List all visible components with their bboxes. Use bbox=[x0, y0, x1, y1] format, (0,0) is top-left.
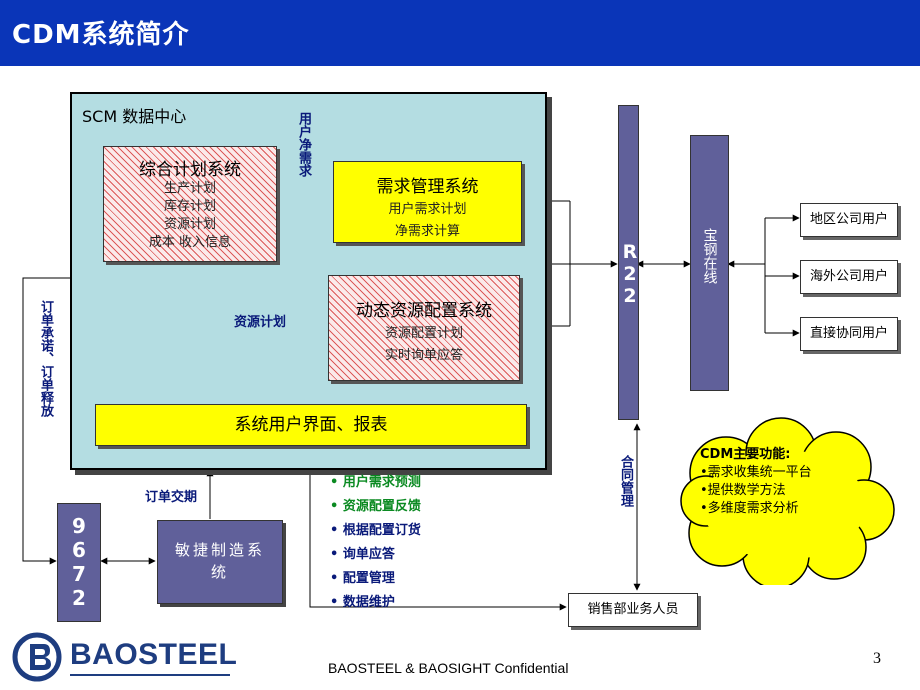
regional-company-user[interactable]: 地区公司用户 bbox=[800, 203, 898, 237]
cdm-function-item: •多维度需求分析 bbox=[700, 501, 799, 516]
order-commit-arrow bbox=[22, 277, 70, 565]
baosteel-online-label: 宝钢在线 bbox=[701, 228, 718, 284]
direct-collaboration-user[interactable]: 直接协同用户 bbox=[800, 317, 898, 351]
function-item: • 询单应答 bbox=[330, 547, 395, 562]
r22-label: R22 bbox=[619, 241, 641, 307]
integrated-planning-system[interactable]: 综合计划系统 生产计划 库存计划 资源计划 成本 收入信息 bbox=[103, 146, 277, 262]
function-item: • 数据维护 bbox=[330, 595, 395, 610]
ui-sales-link bbox=[306, 451, 567, 611]
function-item: • 用户需求预测 bbox=[330, 475, 421, 490]
integrated-planning-item: 资源计划 bbox=[163, 217, 216, 232]
cdm-functions-title: CDM主要功能: bbox=[700, 447, 791, 462]
dynamic-resource-allocation-system[interactable]: 动态资源配置系统 资源配置计划 实时询单应答 bbox=[328, 275, 520, 381]
contract-management-label: 合同管理 bbox=[618, 455, 633, 507]
mainframe-9672[interactable]: 9672 bbox=[57, 503, 101, 622]
demand-management-title: 需求管理系统 bbox=[376, 177, 479, 197]
baosteel-logo-text: BAOSTEEL bbox=[70, 638, 238, 671]
dynamic-resource-item: 资源配置计划 bbox=[384, 326, 463, 341]
sales-staff[interactable]: 销售部业务人员 bbox=[568, 593, 698, 627]
order-commit-label: 订单承诺、订单释放 bbox=[38, 300, 53, 417]
function-item: • 资源配置反馈 bbox=[330, 499, 421, 514]
cdm-functions: CDM主要功能: •需求收集统一平台 •提供数学方法 •多维度需求分析 bbox=[700, 446, 860, 518]
cdm-function-item: •提供数学方法 bbox=[700, 483, 786, 498]
integrated-planning-item: 生产计划 bbox=[163, 181, 216, 196]
agile-manufacturing-label: 敏捷制造系统 bbox=[175, 541, 266, 581]
logo-underline bbox=[70, 674, 230, 676]
function-item: • 根据配置订货 bbox=[330, 523, 421, 538]
order-due-label: 订单交期 bbox=[145, 490, 198, 505]
demand-management-system[interactable]: 需求管理系统 用户需求计划 净需求计算 bbox=[333, 161, 522, 243]
function-list: • 用户需求预测 • 资源配置反馈 • 根据配置订货 • 询单应答 • 配置管理… bbox=[330, 470, 421, 614]
scm-label: SCM 数据中心 bbox=[82, 107, 187, 126]
cdm-function-item: •需求收集统一平台 bbox=[700, 465, 812, 480]
cloud-shape bbox=[680, 417, 895, 585]
demand-management-item: 用户需求计划 bbox=[388, 202, 467, 217]
dynamic-resource-item: 实时询单应答 bbox=[384, 348, 463, 363]
dynamic-resource-title: 动态资源配置系统 bbox=[356, 301, 492, 321]
integrated-planning-title: 综合计划系统 bbox=[139, 160, 241, 180]
agile-manufacturing-system[interactable]: 敏捷制造系统 bbox=[157, 520, 283, 604]
page-title: CDM系统简介 bbox=[12, 20, 190, 50]
page-number: 3 bbox=[873, 650, 881, 667]
net-demand-label: 用户净需求 bbox=[296, 112, 311, 177]
mainframe-9672-label: 9672 bbox=[67, 514, 91, 610]
r22-server[interactable]: R22 bbox=[618, 105, 641, 420]
user-interface-reports-label: 系统用户界面、报表 bbox=[234, 415, 388, 435]
demand-management-item: 净需求计算 bbox=[394, 224, 460, 239]
integrated-planning-item: 库存计划 bbox=[163, 199, 216, 214]
user-interface-reports-bar[interactable]: 系统用户界面、报表 bbox=[95, 404, 527, 446]
title-bar bbox=[0, 0, 920, 66]
resource-plan-label: 资源计划 bbox=[234, 315, 287, 330]
footer-confidential: BAOSTEEL & BAOSIGHT Confidential bbox=[328, 660, 569, 676]
function-item: • 配置管理 bbox=[330, 571, 395, 586]
baosteel-online[interactable]: 宝钢在线 bbox=[690, 135, 729, 391]
baosteel-logo-icon bbox=[12, 632, 62, 682]
integrated-planning-item: 成本 收入信息 bbox=[148, 235, 232, 250]
overseas-company-user[interactable]: 海外公司用户 bbox=[800, 260, 898, 294]
